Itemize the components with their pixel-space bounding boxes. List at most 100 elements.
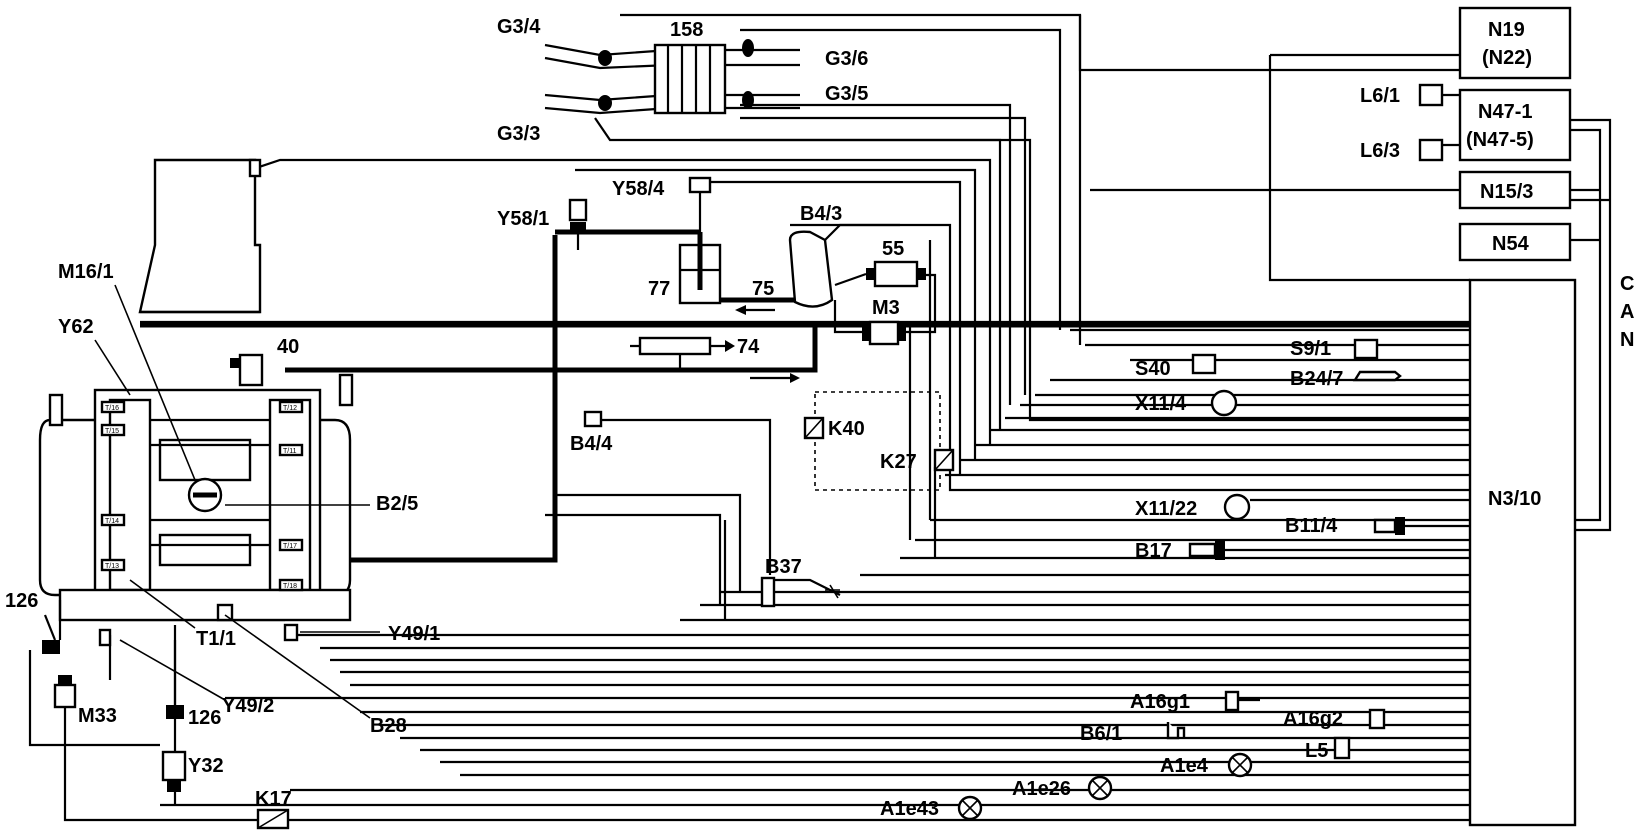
lamp-a1e43 [957, 795, 983, 821]
sensor-b24-7 [1352, 370, 1402, 382]
cylinder-tag: T/16 [105, 405, 119, 412]
cylinder-tag: T/12 [283, 405, 297, 412]
component-158 [544, 39, 800, 115]
label-m3: M3 [872, 297, 900, 319]
lamp-a1e4 [1227, 752, 1253, 778]
cylinder-tag: T/15 [105, 428, 119, 435]
relay-k40 [803, 416, 825, 440]
label-a16g2: A16g2 [1283, 708, 1343, 730]
sensor-b6-1 [1166, 722, 1186, 740]
lamp-l6-3 [1418, 138, 1444, 162]
label-can-c: C [1620, 273, 1634, 295]
relay-k27 [933, 448, 955, 472]
cylinder-tag: T/11 [283, 448, 297, 455]
module-n15-3 [1458, 170, 1572, 210]
label-g3-5: G3/5 [825, 83, 868, 105]
label-y49-1: Y49/1 [388, 623, 440, 645]
valve-y58-1 [568, 198, 588, 250]
engine-block [38, 353, 354, 647]
label-s9-1: S9/1 [1290, 338, 1331, 360]
label-a16g1: A16g1 [1130, 691, 1190, 713]
sensor-b37 [760, 576, 841, 608]
connector-x11-4 [1210, 389, 1238, 417]
label-s40: S40 [1135, 358, 1171, 380]
label-y62: Y62 [58, 316, 94, 338]
motor-m33 [53, 675, 77, 709]
sensor-b17 [1188, 540, 1470, 560]
label-k27: K27 [880, 451, 917, 473]
label-g3-4: G3/4 [497, 16, 541, 38]
label-n3-10: N3/10 [1488, 488, 1541, 510]
sensor-b4-4 [583, 410, 603, 428]
cylinder-tag: T/13 [105, 563, 119, 570]
module-n3-10 [1468, 278, 1577, 827]
label-b6-1: B6/1 [1080, 723, 1122, 745]
module-n19 [1458, 6, 1572, 80]
label-a1e4: A1e4 [1160, 755, 1209, 777]
valve-y58-4 [688, 176, 712, 194]
label-n15-3: N15/3 [1480, 181, 1533, 203]
label-b4-4: B4/4 [570, 433, 613, 455]
connector-158-body [653, 43, 727, 115]
label-75: 75 [752, 278, 774, 300]
lamp-a1e26 [1087, 775, 1113, 801]
actuator-77 [678, 235, 722, 305]
label-a1e26: A1e26 [1012, 778, 1071, 800]
switch-s9-1 [1353, 338, 1379, 360]
module-n47-1 [1458, 88, 1572, 162]
valve-40 [238, 353, 264, 387]
component-74 [630, 336, 735, 370]
lamp-l6-1 [1418, 83, 1444, 107]
air-filter-housing [138, 158, 262, 314]
label-n54: N54 [1492, 233, 1530, 255]
label-158: 158 [670, 19, 703, 41]
valve-y32 [161, 750, 187, 792]
label-55: 55 [882, 238, 904, 260]
label-k40: K40 [828, 418, 865, 440]
label-l5: L5 [1305, 740, 1328, 762]
label-l6-3: L6/3 [1360, 140, 1400, 162]
sensor-b11-4 [1373, 517, 1470, 535]
relay-k17 [256, 808, 290, 830]
label-m16-1: M16/1 [58, 261, 114, 283]
label-l6-1: L6/1 [1360, 85, 1400, 107]
label-y58-1: Y58/1 [497, 208, 549, 230]
label-b37: B37 [765, 556, 802, 578]
label-n22: (N22) [1482, 47, 1532, 69]
sensor-b4-3 [788, 223, 900, 308]
label-40: 40 [277, 336, 299, 358]
label-126b: 126 [188, 707, 221, 729]
label-74: 74 [737, 336, 760, 358]
cylinder-tag: T/18 [283, 583, 297, 590]
label-n47-1: N47-1 [1478, 101, 1532, 123]
label-k17: K17 [255, 788, 292, 810]
lamp-l5 [1333, 736, 1351, 760]
label-y58-4: Y58/4 [612, 178, 665, 200]
label-y49-2: Y49/2 [222, 695, 274, 717]
label-b4-3: B4/3 [800, 203, 842, 225]
module-n54 [1458, 222, 1572, 262]
label-b28: B28 [370, 715, 407, 737]
component-55 [834, 260, 926, 288]
component-126b [166, 640, 184, 719]
label-y32: Y32 [188, 755, 224, 777]
label-a1e43: A1e43 [880, 798, 939, 820]
label-b11-4: B11/4 [1285, 515, 1338, 537]
component-126a [42, 600, 62, 654]
label-126a: 126 [5, 590, 38, 612]
label-t1-1: T1/1 [196, 628, 236, 650]
label-can-n: N [1620, 329, 1634, 351]
label-b24-7: B24/7 [1290, 368, 1343, 390]
connector-x11-22 [1223, 493, 1251, 521]
lamp-a16g1 [1224, 690, 1240, 712]
label-g3-6: G3/6 [825, 48, 868, 70]
cylinder-tag: T/17 [283, 543, 297, 550]
label-can-a: A [1620, 301, 1634, 323]
label-m33: M33 [78, 705, 117, 727]
switch-s40 [1191, 353, 1217, 375]
lamp-a16g2 [1368, 708, 1386, 730]
label-b2-5: B2/5 [376, 493, 418, 515]
motor-m3 [833, 273, 937, 346]
label-n47-5: (N47-5) [1466, 129, 1534, 151]
cylinder-tag: T/14 [105, 518, 119, 525]
